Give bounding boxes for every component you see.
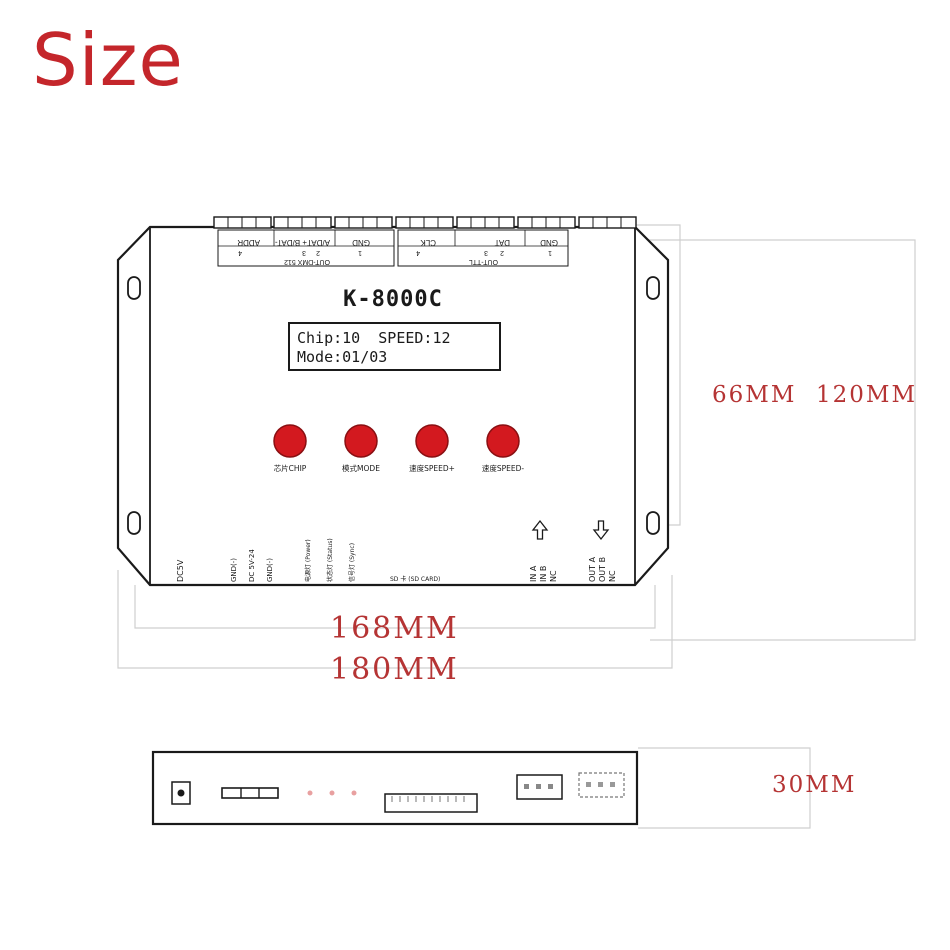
sync-led — [351, 790, 357, 796]
lcd-line-2: Mode:01/03 — [297, 348, 387, 366]
mount-hole-icon — [127, 511, 141, 535]
guide-180mm — [117, 570, 673, 669]
ttl-pin-clk: CLK — [420, 238, 436, 247]
ttl-num-1: 1 — [548, 249, 552, 256]
lcd-display — [288, 322, 501, 371]
ttl-pin-gnd: GND — [540, 238, 558, 247]
out-port-label-a: OUT A — [588, 556, 597, 582]
speed-down-button[interactable] — [486, 424, 520, 458]
dimension-120mm: 120MM — [816, 382, 918, 408]
ttl-pin-dat: DAT — [494, 238, 510, 247]
in-port-label-b: IN B — [539, 566, 548, 582]
dimension-guides — [117, 224, 916, 829]
speed-down-button-label: 速度SPEED- — [482, 463, 525, 473]
dmx-label-box — [217, 229, 395, 267]
mode-button[interactable] — [344, 424, 378, 458]
power-label-dc: DC 5V-24 — [248, 549, 256, 582]
dmx-num-4: 4 — [238, 249, 242, 256]
led-label-power: 电源灯 (Power) — [304, 539, 312, 582]
mode-button-label: 模式MODE — [342, 463, 380, 473]
power-led — [307, 790, 313, 796]
down-arrow-icon — [592, 520, 610, 541]
lcd-line-1: Chip:10 SPEED:12 — [297, 329, 451, 347]
speed-up-button[interactable] — [415, 424, 449, 458]
status-led — [329, 790, 335, 796]
out-port-label-nc: NC — [608, 570, 617, 582]
mount-hole-icon — [646, 276, 660, 300]
power-label-gnd-2: GND(-) — [266, 558, 274, 582]
sd-card-label: SD 卡 (SD CARD) — [390, 575, 440, 583]
ttl-num-4: 4 — [416, 249, 420, 256]
power-terminal — [221, 787, 279, 799]
guide-120mm — [638, 239, 916, 641]
speed-up-button-label: 速度SPEED+ — [409, 463, 455, 473]
mounting-holes — [127, 276, 660, 535]
out-port-label-b: OUT B — [598, 557, 607, 582]
led-label-status: 状态灯 (Status) — [326, 538, 334, 582]
dmx-pin-gnd: GND — [352, 238, 370, 247]
ttl-label-box — [397, 229, 569, 267]
terminal-dividers — [227, 217, 622, 228]
mount-hole-icon — [646, 511, 660, 535]
up-arrow-icon — [531, 519, 549, 540]
dimension-168mm: 168MM — [330, 611, 459, 646]
power-label-gnd-1: GND(-) — [230, 558, 238, 582]
in-port-label-nc: NC — [549, 570, 558, 582]
chip-button-label: 芯片CHIP — [274, 463, 307, 473]
dimension-66mm: 66MM — [712, 382, 797, 408]
ttl-num-2: 2 — [500, 249, 504, 256]
dc-input-label: DC5V — [176, 559, 185, 582]
dmx-pin-addr: ADDR — [237, 238, 260, 247]
sd-card-slot — [384, 793, 478, 813]
control-buttons — [273, 424, 520, 458]
chip-button[interactable] — [273, 424, 307, 458]
dmx-num-2: 2 — [316, 249, 320, 256]
dmx-num-3: 3 — [302, 249, 306, 256]
page-title: Size — [32, 18, 184, 102]
ttl-port-label: OUT-TTL — [469, 258, 498, 265]
dimension-180mm: 180MM — [330, 652, 459, 687]
led-label-sync: 信号灯 (Sync) — [348, 543, 356, 582]
terminal-blocks — [213, 216, 637, 229]
dmx-num-1: 1 — [358, 249, 362, 256]
in-port-label-a: IN A — [529, 565, 538, 582]
dc-jack-pin — [177, 789, 185, 797]
dmx-port-label: OUT-DMX 512 — [284, 258, 330, 265]
dimension-30mm: 30MM — [772, 772, 857, 798]
guide-30mm — [638, 747, 811, 829]
model-name: K-8000C — [343, 287, 443, 312]
ttl-num-3: 3 — [484, 249, 488, 256]
device-body — [116, 225, 670, 587]
dmx-pin-dat: A/DAT+ B/DAT- — [275, 238, 330, 247]
guide-168mm — [134, 585, 656, 629]
mount-hole-icon — [127, 276, 141, 300]
